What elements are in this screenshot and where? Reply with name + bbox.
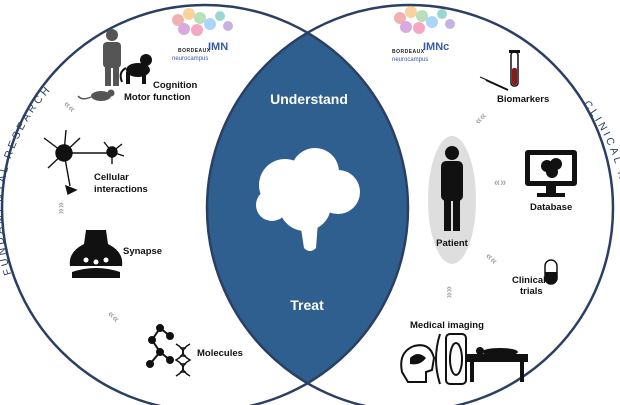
imnc-logo-campus: neurocampus [392, 57, 428, 63]
molecules-label: Molecules [197, 348, 243, 359]
clinical-label: Clinical [512, 275, 546, 286]
human-icon [103, 29, 121, 86]
head-scan-icon [400, 344, 436, 383]
patient-label: Patient [436, 238, 469, 249]
imn-logo-name: IMN [208, 41, 228, 53]
medical-imaging-label: Medical imaging [410, 320, 484, 331]
understand-label: Understand [270, 91, 348, 107]
cellular-label: Cellular [94, 172, 129, 183]
chevron-patient-trials: «« [483, 250, 500, 267]
chevron-down-left-3: «« [105, 308, 122, 325]
chevron-left-right-1: «« [472, 110, 489, 127]
right-arc-title: CLINICAL RESEARCH [581, 98, 620, 255]
dna-icon [174, 343, 192, 377]
right-circle [205, 3, 615, 405]
treat-label: Treat [290, 297, 324, 313]
imnc-logo-city: BORDEAUX [392, 49, 425, 55]
left-arc-title: FUNDAMENTAL RESEARCH [0, 83, 54, 277]
patient-silhouette-icon [441, 146, 463, 231]
capsule-icon [544, 259, 558, 285]
motor-function-label: Motor function [124, 92, 191, 103]
synapse-icon [69, 230, 123, 278]
imn-logo-campus: neurocampus [172, 56, 208, 62]
monkey-icon [119, 54, 152, 84]
monitor-brain-icon [525, 150, 577, 197]
overlap-region [207, 5, 408, 405]
left-circle [0, 3, 410, 405]
rat-icon [77, 89, 115, 101]
neuron-icon [43, 129, 125, 196]
synapse-label: Synapse [123, 246, 162, 257]
cognition-label: Cognition [153, 80, 198, 91]
imnc-logo-name: IMNc [423, 41, 449, 53]
database-label: Database [530, 202, 572, 213]
brain-icon [256, 148, 360, 251]
imnc-logo: IMNc BORDEAUX neurocampus [392, 6, 455, 63]
chevron-patient-database: «» [494, 177, 506, 189]
chevron-down-left-1: «« [61, 98, 78, 115]
imn-logo-city: BORDEAUX [178, 48, 211, 54]
biomarkers-label: Biomarkers [497, 94, 549, 105]
chevron-patient-imaging: «« [443, 286, 455, 298]
interactions-label: interactions [94, 184, 148, 195]
imn-logo: IMN BORDEAUX neurocampus [172, 8, 233, 62]
mri-scanner-icon [435, 333, 528, 385]
trials-label: trials [520, 286, 543, 297]
molecule-icon [146, 324, 174, 368]
test-tube-icon [479, 50, 520, 91]
chevron-down-left-2: «« [55, 202, 67, 214]
